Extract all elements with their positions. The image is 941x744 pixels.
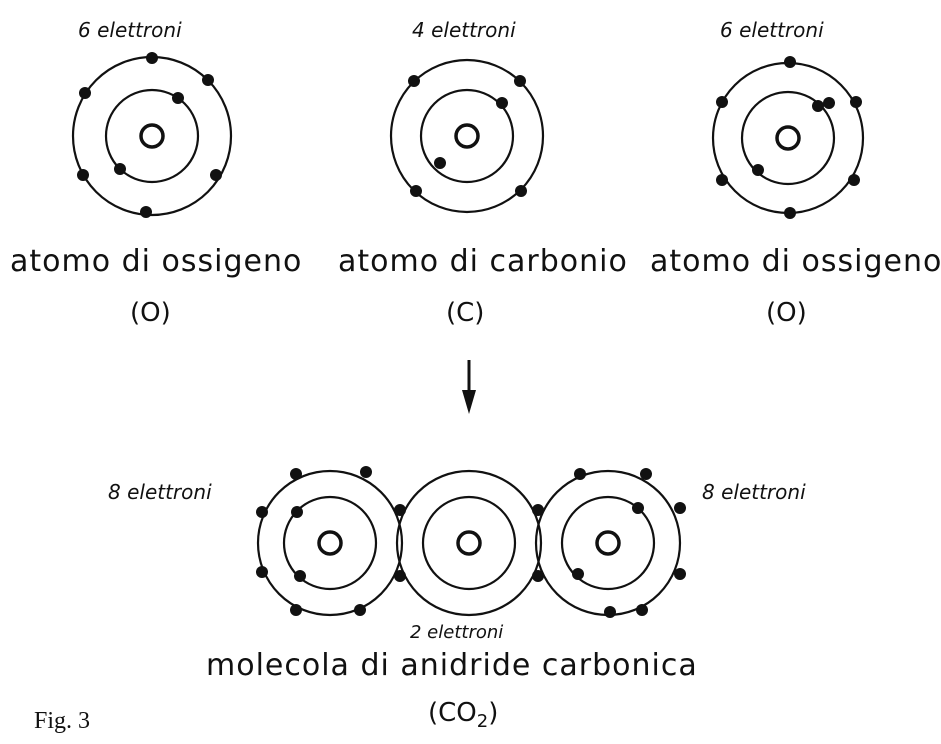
electron [716, 96, 728, 108]
electron [172, 92, 184, 104]
electron [294, 570, 306, 582]
oxygen-atom-right [711, 56, 865, 219]
electron [202, 74, 214, 86]
nucleus [139, 123, 165, 149]
formula-subscript: 2 [476, 711, 489, 733]
electron [515, 185, 527, 197]
carbon-atom [389, 58, 545, 214]
inner-shell [419, 88, 515, 184]
outer-shell [395, 469, 543, 617]
electron [674, 502, 686, 514]
electron [784, 207, 796, 219]
atom-center-name: atomo di carbonio [338, 244, 628, 279]
electron [140, 206, 152, 218]
electron [604, 606, 616, 618]
molecule-shared-electron-label: 2 elettroni [410, 622, 504, 643]
electron [114, 163, 126, 175]
formula-main: (CO [428, 698, 477, 728]
molecule-formula: (CO2) [428, 698, 498, 732]
figure-label: Fig. 3 [34, 708, 91, 734]
nucleus [775, 125, 801, 151]
nucleus [595, 530, 621, 556]
inner-shell [104, 88, 200, 184]
electron [632, 502, 644, 514]
electron [812, 100, 824, 112]
electron [256, 506, 268, 518]
electron [784, 56, 796, 68]
electron [823, 97, 835, 109]
electron [354, 604, 366, 616]
electron [572, 568, 584, 580]
atom-center-electron-label: 4 elettroni [412, 18, 516, 42]
atom-left-symbol: (O) [130, 298, 171, 328]
electron [290, 604, 302, 616]
electron [716, 174, 728, 186]
inner-shell [282, 495, 378, 591]
electron [674, 568, 686, 580]
electron [360, 466, 372, 478]
inner-shell [421, 495, 517, 591]
electron [291, 506, 303, 518]
electron [514, 75, 526, 87]
inner-shell [560, 495, 656, 591]
electron [848, 174, 860, 186]
molecule-left-electron-label: 8 elettroni [108, 480, 212, 504]
atom-left-electron-label: 6 elettroni [78, 18, 182, 42]
co2-molecule [256, 466, 686, 618]
electron [146, 52, 158, 64]
down-arrow-icon [462, 360, 476, 414]
electron [640, 468, 652, 480]
shared-electron [394, 504, 406, 516]
electron [574, 468, 586, 480]
electron [636, 604, 648, 616]
formula-close: ) [488, 698, 499, 728]
electron [77, 169, 89, 181]
oxygen-atom-left [71, 52, 233, 218]
electron [408, 75, 420, 87]
nucleus [454, 123, 480, 149]
shared-electron [532, 570, 544, 582]
molecule-name: molecola di anidride carbonica [206, 648, 698, 683]
electron [496, 97, 508, 109]
nucleus [317, 530, 343, 556]
atom-right-electron-label: 6 elettroni [720, 18, 824, 42]
electron [210, 169, 222, 181]
electron [434, 157, 446, 169]
electron [256, 566, 268, 578]
electron [752, 164, 764, 176]
atom-right-name: atomo di ossigeno [650, 244, 941, 279]
outer-shell [389, 58, 545, 214]
shared-electron [532, 504, 544, 516]
electron [850, 96, 862, 108]
electron [290, 468, 302, 480]
outer-shell [256, 469, 404, 617]
shared-electron [394, 570, 406, 582]
electron [410, 185, 422, 197]
atom-right-symbol: (O) [766, 298, 807, 328]
molecule-right-electron-label: 8 elettroni [702, 480, 806, 504]
nucleus [456, 530, 482, 556]
electron [79, 87, 91, 99]
atom-left-name: atomo di ossigeno [10, 244, 303, 279]
inner-shell [740, 90, 836, 186]
atom-center-symbol: (C) [446, 298, 485, 328]
